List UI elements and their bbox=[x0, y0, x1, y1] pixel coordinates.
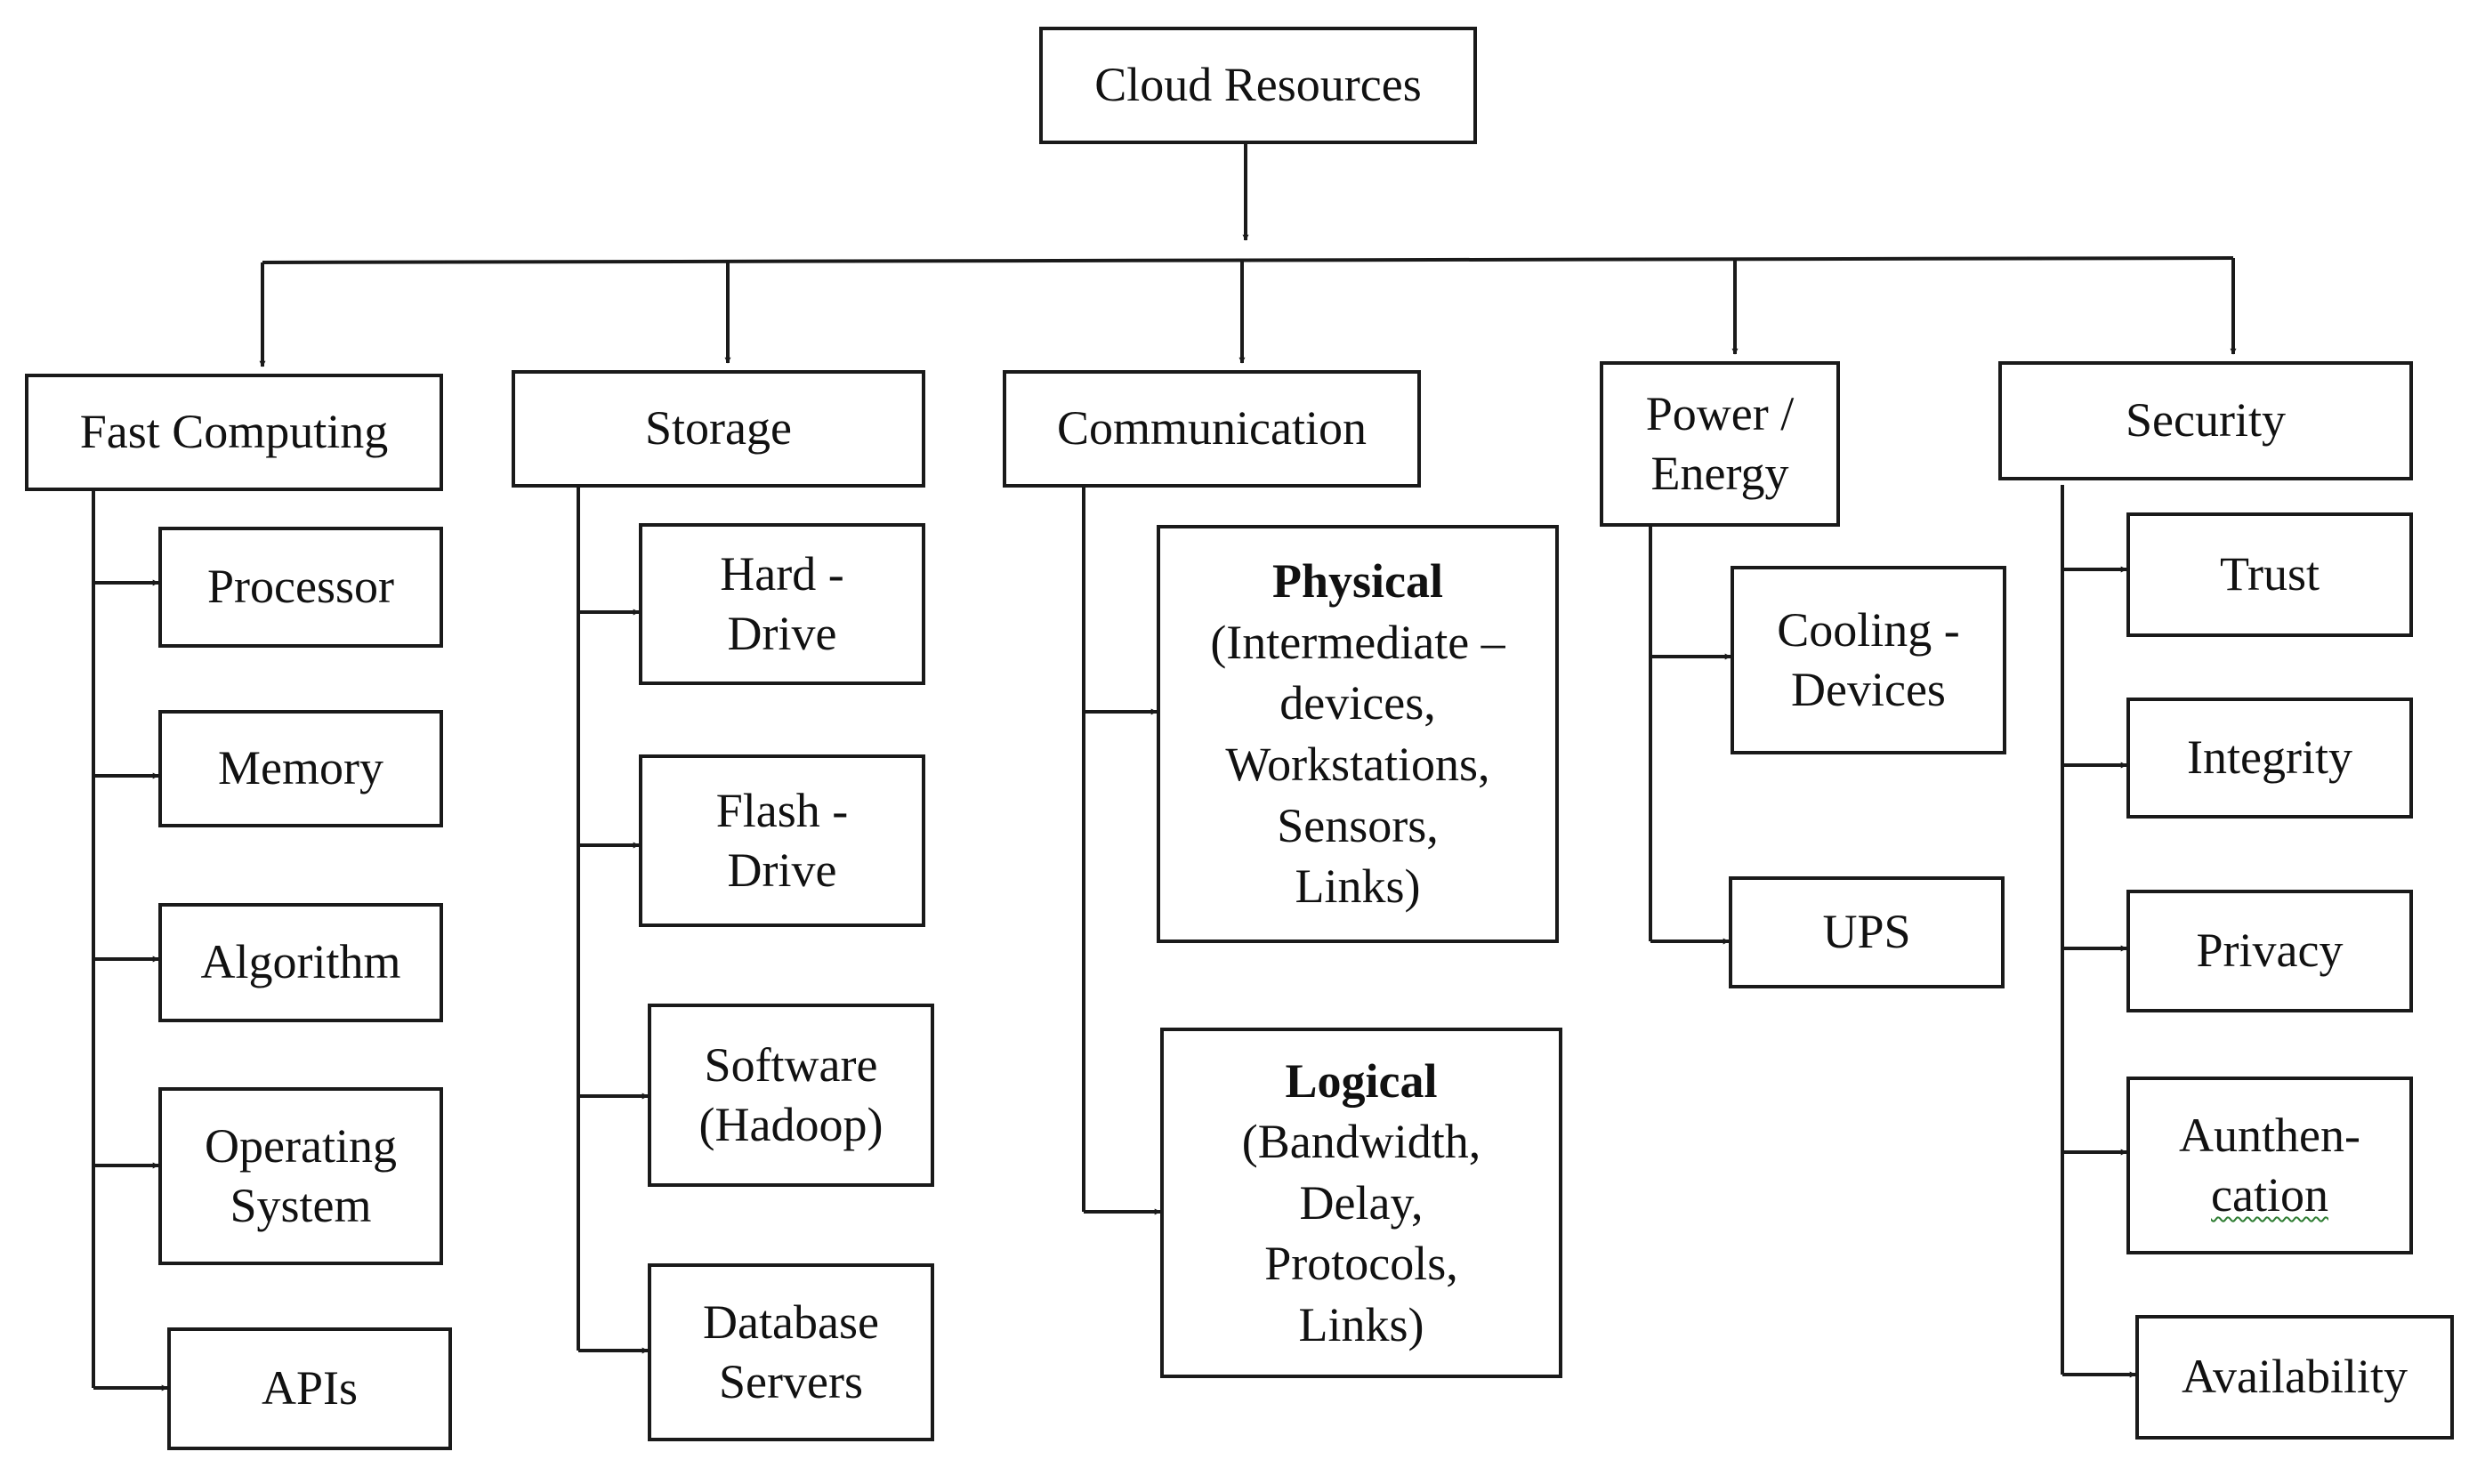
fast-computing-box: Fast Computing bbox=[25, 374, 443, 491]
availability-label: Availability bbox=[2182, 1350, 2408, 1404]
ups-box: UPS bbox=[1729, 876, 2005, 988]
physical-line5: Links) bbox=[1295, 859, 1421, 914]
physical-line4: Sensors, bbox=[1277, 798, 1439, 852]
flash-drive-line2: Drive bbox=[727, 843, 837, 897]
main-bus-line bbox=[262, 256, 2234, 264]
security-label: Security bbox=[2126, 393, 2286, 448]
storage-box: Storage bbox=[512, 370, 925, 488]
apis-label: APIs bbox=[261, 1361, 359, 1415]
flash-drive-line1: Flash - bbox=[715, 783, 849, 837]
physical-line1: (Intermediate – bbox=[1210, 615, 1505, 669]
cooling-devices-line1: Cooling - bbox=[1777, 602, 1960, 657]
privacy-box: Privacy bbox=[2126, 890, 2413, 1012]
privacy-label: Privacy bbox=[2196, 923, 2344, 978]
cooling-devices-box: Cooling - Devices bbox=[1731, 566, 2006, 754]
memory-label: Memory bbox=[218, 741, 383, 795]
ups-label: UPS bbox=[1822, 905, 1911, 959]
logical-title: Logical bbox=[1285, 1053, 1438, 1108]
physical-line2: devices, bbox=[1279, 676, 1436, 730]
power-label-line1: Power / bbox=[1645, 386, 1795, 440]
software-hadoop-line2: (Hadoop) bbox=[698, 1098, 883, 1151]
logical-box: Logical (Bandwidth, Delay, Protocols, Li… bbox=[1160, 1028, 1562, 1378]
integrity-label: Integrity bbox=[2187, 730, 2352, 785]
fast-computing-label: Fast Computing bbox=[79, 405, 389, 459]
trust-label: Trust bbox=[2219, 547, 2320, 601]
processor-label: Processor bbox=[207, 560, 394, 614]
database-servers-line2: Servers bbox=[719, 1355, 863, 1408]
cloud-resources-label: Cloud Resources bbox=[1094, 58, 1422, 112]
availability-box: Availability bbox=[2135, 1315, 2454, 1440]
communication-box: Communication bbox=[1003, 370, 1421, 488]
logical-line4: Links) bbox=[1298, 1297, 1424, 1351]
physical-box: Physical (Intermediate – devices, Workst… bbox=[1157, 525, 1559, 943]
flash-drive-box: Flash - Drive bbox=[639, 754, 925, 927]
storage-label: Storage bbox=[645, 401, 792, 456]
power-label-line2: Energy bbox=[1650, 447, 1789, 500]
trust-box: Trust bbox=[2126, 512, 2413, 637]
operating-system-box: Operating System bbox=[158, 1087, 443, 1265]
authentication-box: Aunthen- cation bbox=[2126, 1077, 2413, 1254]
apis-box: APIs bbox=[167, 1327, 452, 1450]
operating-system-line2: System bbox=[230, 1179, 372, 1232]
hard-drive-line2: Drive bbox=[727, 607, 837, 660]
logical-line3: Protocols, bbox=[1264, 1237, 1458, 1291]
logical-line1: (Bandwidth, bbox=[1241, 1115, 1481, 1169]
software-hadoop-box: Software (Hadoop) bbox=[648, 1004, 934, 1187]
database-servers-line1: Database bbox=[703, 1294, 879, 1349]
physical-line3: Workstations, bbox=[1225, 738, 1490, 791]
logical-line2: Delay, bbox=[1299, 1175, 1424, 1230]
authentication-line1: Aunthen- bbox=[2179, 1108, 2360, 1162]
software-hadoop-line1: Software bbox=[704, 1037, 878, 1092]
integrity-box: Integrity bbox=[2126, 698, 2413, 819]
algorithm-label: Algorithm bbox=[200, 935, 401, 989]
cooling-devices-line2: Devices bbox=[1791, 663, 1946, 716]
security-box: Security bbox=[1998, 361, 2413, 480]
memory-box: Memory bbox=[158, 710, 443, 827]
hard-drive-line1: Hard - bbox=[720, 546, 844, 601]
hard-drive-box: Hard - Drive bbox=[639, 523, 925, 685]
power-energy-box: Power / Energy bbox=[1600, 361, 1840, 527]
operating-system-line1: Operating bbox=[205, 1118, 397, 1173]
processor-box: Processor bbox=[158, 527, 443, 648]
algorithm-box: Algorithm bbox=[158, 903, 443, 1022]
database-servers-box: Database Servers bbox=[648, 1263, 934, 1441]
communication-label: Communication bbox=[1057, 401, 1367, 456]
physical-title: Physical bbox=[1271, 554, 1443, 609]
cloud-resources-box: Cloud Resources bbox=[1039, 27, 1477, 144]
authentication-line2: cation bbox=[2211, 1168, 2328, 1222]
